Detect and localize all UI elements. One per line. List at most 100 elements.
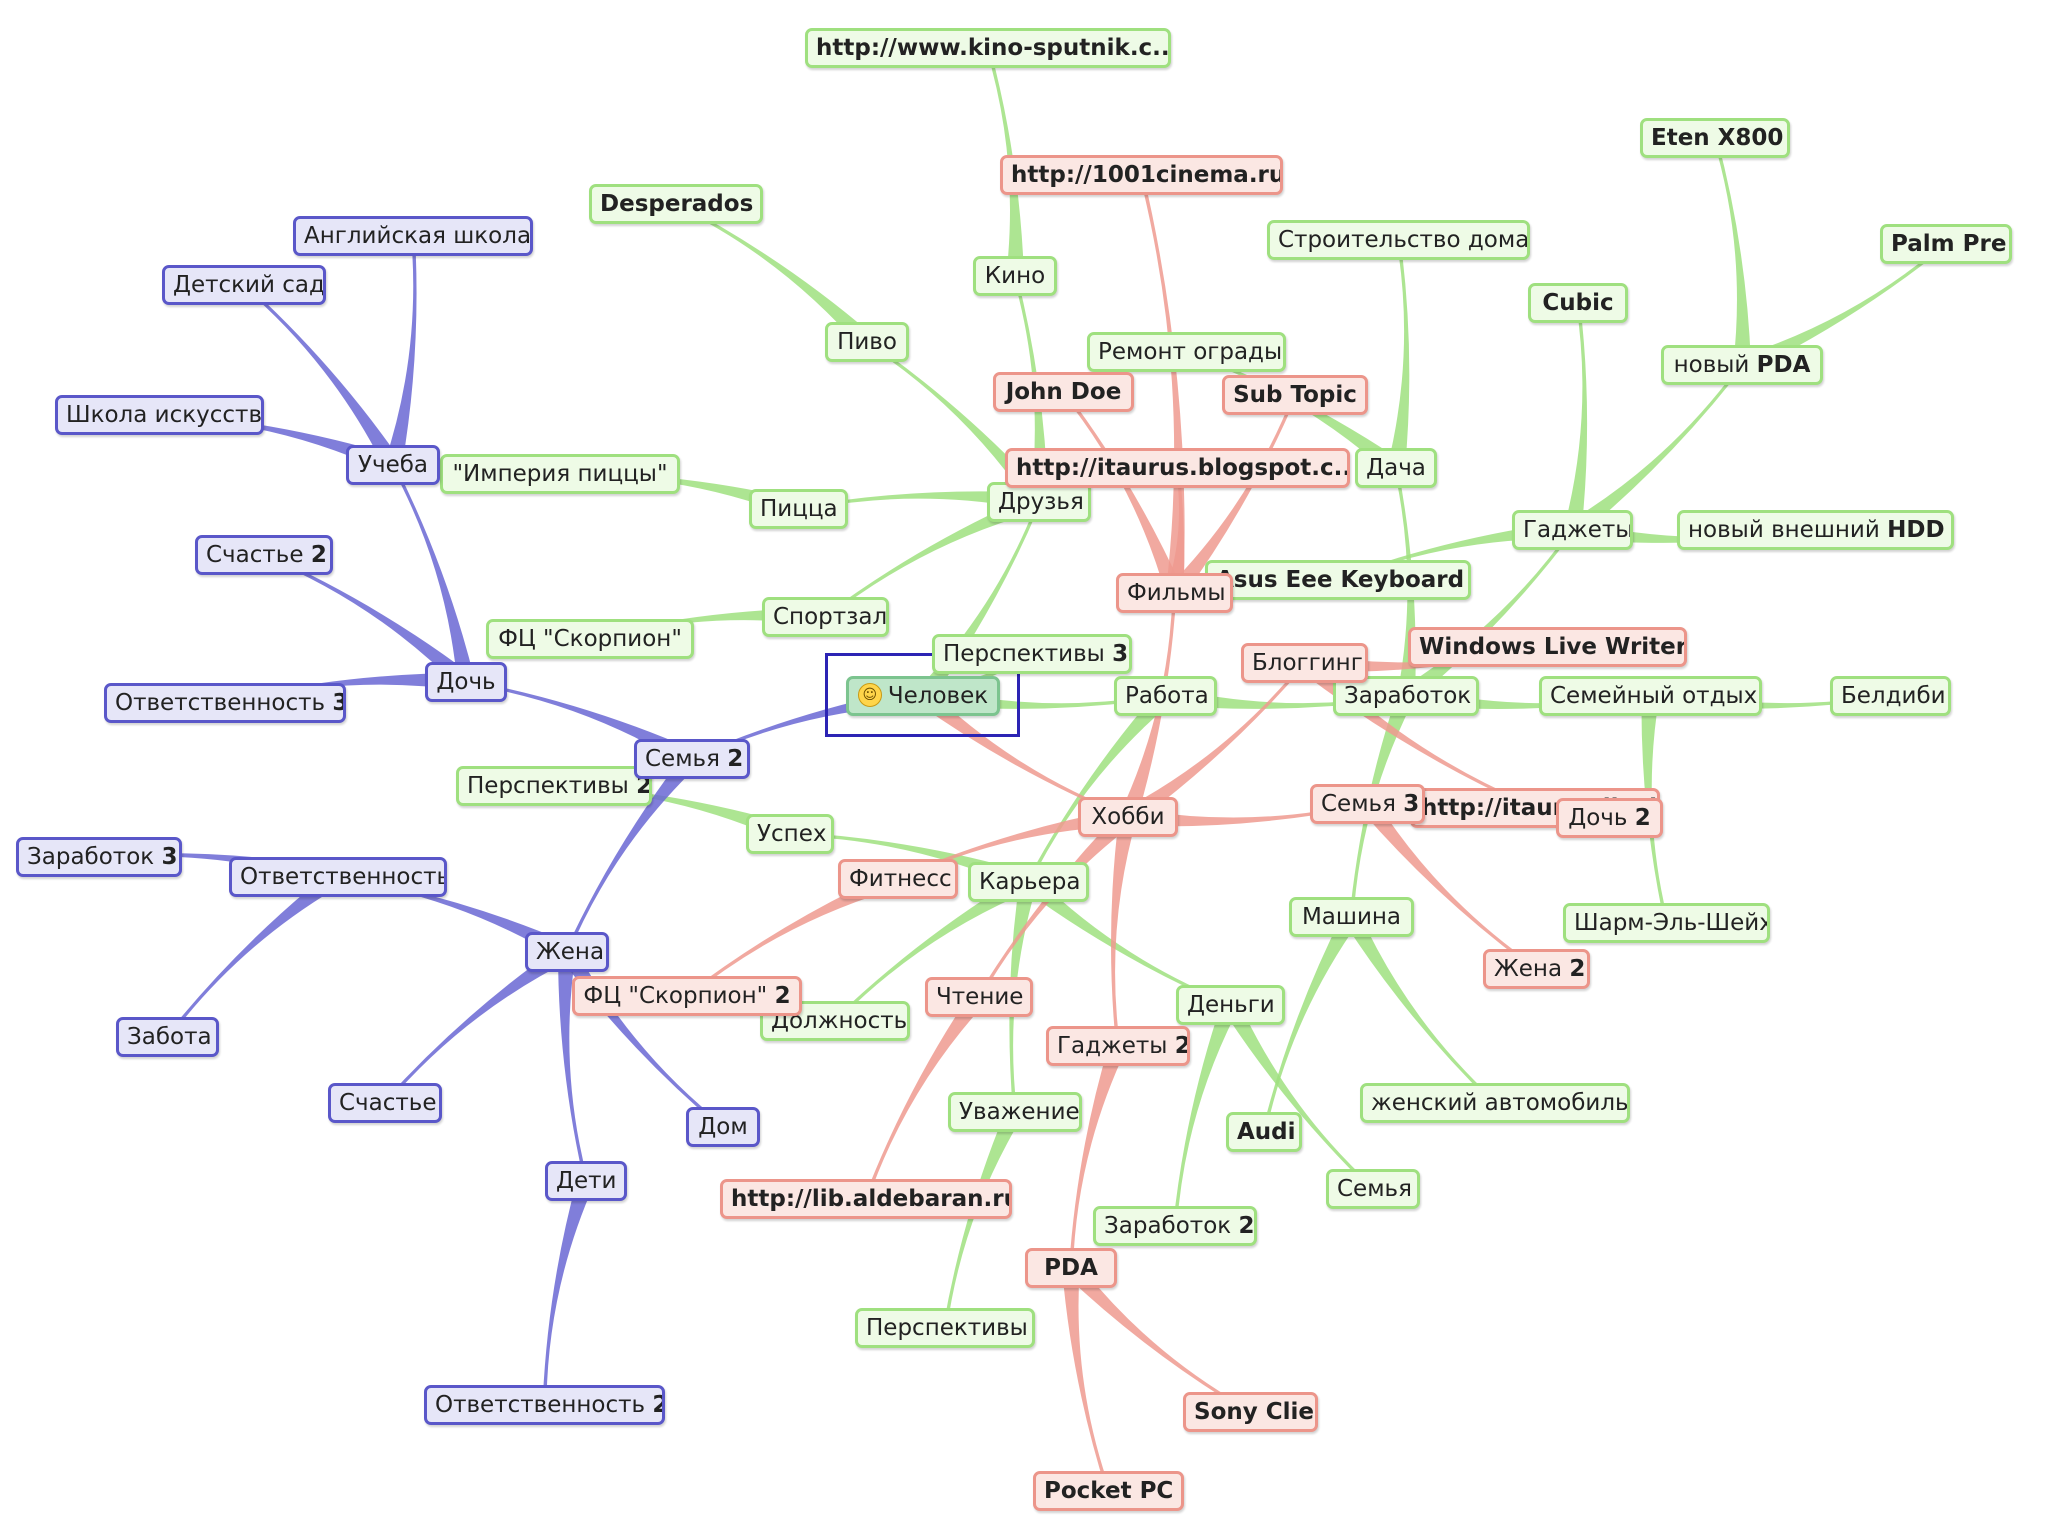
node-doch-2-prefix: Дочь <box>1568 805 1635 831</box>
node-schaste[interactable]: Счастье <box>328 1083 442 1123</box>
node-beldibi[interactable]: Белдиби <box>1830 676 1951 716</box>
node-zhena-2-suffix: 2 <box>1569 956 1586 982</box>
node-novyi-pda-prefix: новый <box>1673 352 1757 378</box>
node-semya-2[interactable]: Семья 2 <box>634 739 750 779</box>
node-lib-aldebaran-link[interactable]: http://lib.aldebaran.ru <box>720 1179 1012 1219</box>
node-audi[interactable]: Audi <box>1226 1112 1302 1152</box>
node-pivo[interactable]: Пиво <box>825 322 909 362</box>
node-cubic[interactable]: Cubic <box>1528 283 1628 323</box>
node-imperia-piccy[interactable]: "Империя пиццы" <box>440 454 680 494</box>
node-zarabotok-2[interactable]: Заработок 2 <box>1093 1206 1257 1246</box>
node-sub-topic[interactable]: Sub Topic <box>1222 375 1368 415</box>
connector-green <box>824 494 1044 619</box>
node-perspektivy-3[interactable]: Перспективы 3 <box>932 634 1132 674</box>
node-fc-scorpion-2[interactable]: ФЦ "Скорпион" 2 <box>572 976 802 1016</box>
connector-blue <box>384 235 417 466</box>
node-kino-sputnik-link[interactable]: http://www.kino-sputnik.c... <box>805 28 1171 68</box>
node-schaste-2-prefix: Счастье <box>206 542 311 568</box>
node-doch[interactable]: Дочь <box>425 662 507 702</box>
node-john-doe[interactable]: John Doe <box>993 372 1134 412</box>
node-gadzhety[interactable]: Гаджеты <box>1512 510 1633 550</box>
node-stroitelstvo-doma[interactable]: Строительство дома <box>1267 220 1530 260</box>
node-ucheba[interactable]: Учеба <box>346 445 440 485</box>
node-dengi[interactable]: Деньги <box>1176 985 1285 1025</box>
node-fitness[interactable]: Фитнесс <box>838 859 958 899</box>
central-topic-chelovek[interactable]: ☺Человек <box>846 676 1000 716</box>
node-kino[interactable]: Кино <box>973 256 1057 296</box>
node-semya[interactable]: Семья <box>1326 1169 1420 1209</box>
node-zhenskii-avtomobil[interactable]: женский автомобиль <box>1360 1083 1630 1123</box>
node-palm-pre[interactable]: Palm Pre <box>1880 224 2012 264</box>
connector-green <box>1713 137 1751 367</box>
node-asus-eee-keyboard[interactable]: Asus Eee Keyboard <box>1205 560 1471 600</box>
node-otvetstvennost-2[interactable]: Ответственность 2 <box>424 1385 665 1425</box>
node-sharm-el-sheikh[interactable]: Шарм-Эль-Шейх <box>1563 903 1770 943</box>
node-desperados[interactable]: Desperados <box>589 184 763 224</box>
connector-blue <box>242 283 400 471</box>
node-fc-scorpion[interactable]: ФЦ "Скорпион" <box>486 619 694 659</box>
node-novyi-vneshnii-hdd[interactable]: новый внешний HDD <box>1677 510 1954 550</box>
node-otvetstvennost-3[interactable]: Ответственность 3 <box>104 683 346 723</box>
node-pocket-pc[interactable]: Pocket PC <box>1033 1471 1184 1511</box>
node-rabota[interactable]: Работа <box>1114 676 1217 716</box>
node-otvetstvennost-2-suffix: 2 <box>652 1392 662 1418</box>
node-remont-ogrady[interactable]: Ремонт ограды <box>1087 332 1286 372</box>
connector-green <box>1344 911 1497 1105</box>
node-fc-scorpion-2-suffix: 2 <box>774 983 791 1009</box>
node-otvetstvennost-2-prefix: Ответственность <box>435 1392 653 1418</box>
connector-green <box>1013 275 1048 503</box>
node-zabota[interactable]: Забота <box>116 1017 219 1057</box>
node-shkola-iskusstv[interactable]: Школа искусств <box>55 395 264 435</box>
node-semeinyi-otdykh[interactable]: Семейный отдых <box>1539 676 1762 716</box>
node-kariera[interactable]: Карьера <box>968 862 1089 902</box>
node-angliiskaya-shkola[interactable]: Английская школа <box>293 216 533 256</box>
node-sportzal[interactable]: Спортзал <box>762 597 889 637</box>
node-eten-x800[interactable]: Eten X800 <box>1640 118 1790 158</box>
node-novyi-pda[interactable]: новый PDA <box>1661 345 1823 385</box>
connector-green <box>553 784 792 843</box>
node-gadzhety-2-suffix: 2 <box>1174 1033 1190 1059</box>
connector-red <box>1119 592 1177 819</box>
node-zarabotok-3[interactable]: Заработок 3 <box>16 837 182 877</box>
connector-blue <box>159 413 395 474</box>
node-1001cinema-link[interactable]: http://1001cinema.ru <box>1000 155 1283 195</box>
connector-blue <box>224 673 467 705</box>
node-schaste-2[interactable]: Счастье 2 <box>195 535 333 575</box>
node-uspekh[interactable]: Успех <box>746 814 834 854</box>
node-gadzhety-2[interactable]: Гаджеты 2 <box>1046 1026 1190 1066</box>
node-pizza[interactable]: Пицца <box>749 489 848 529</box>
node-uvazhenie[interactable]: Уважение <box>948 1092 1082 1132</box>
node-dom[interactable]: Дом <box>686 1107 760 1147</box>
node-druzya[interactable]: Друзья <box>987 482 1091 522</box>
node-pda[interactable]: PDA <box>1025 1248 1117 1288</box>
node-hobbi[interactable]: Хобби <box>1078 797 1178 837</box>
node-doch-2[interactable]: Дочь 2 <box>1556 798 1663 838</box>
selection-frame <box>825 653 1020 737</box>
node-dacha[interactable]: Дача <box>1355 448 1437 488</box>
node-detskii-sad[interactable]: Детский сад <box>162 265 326 305</box>
node-zhena[interactable]: Жена <box>525 932 609 972</box>
connector-red <box>897 808 1131 881</box>
connector-red <box>686 871 903 998</box>
central-topic-label: Человек <box>887 683 989 709</box>
node-perspektivy-2[interactable]: Перспективы 2 <box>456 766 652 806</box>
node-chtenie[interactable]: Чтение <box>925 977 1033 1017</box>
connector-blue <box>391 464 475 685</box>
connector-green <box>1563 302 1588 531</box>
node-semya-2-suffix: 2 <box>727 746 744 772</box>
connector-green <box>1223 999 1375 1191</box>
node-blogging[interactable]: Блоггинг <box>1241 643 1368 683</box>
node-mashina[interactable]: Машина <box>1289 897 1414 937</box>
node-deti[interactable]: Дети <box>545 1161 627 1201</box>
node-otvetstvennost[interactable]: Ответственность <box>229 857 447 897</box>
connector-red <box>1127 802 1368 827</box>
node-itaurus-blog-link[interactable]: http://itaurus.blogspot.c... <box>1005 448 1350 488</box>
node-filmy[interactable]: Фильмы <box>1116 573 1233 613</box>
node-semya-3[interactable]: Семья 3 <box>1310 784 1425 824</box>
node-zhena-2[interactable]: Жена 2 <box>1483 949 1590 989</box>
node-dolzhnost[interactable]: Должность <box>760 1001 910 1041</box>
node-perspektivy[interactable]: Перспективы <box>855 1308 1035 1348</box>
node-perspektivy-2-suffix: 2 <box>636 773 652 799</box>
node-sony-clie[interactable]: Sony Clie <box>1183 1392 1318 1432</box>
node-windows-live-writer[interactable]: Windows Live Writer <box>1408 627 1687 667</box>
